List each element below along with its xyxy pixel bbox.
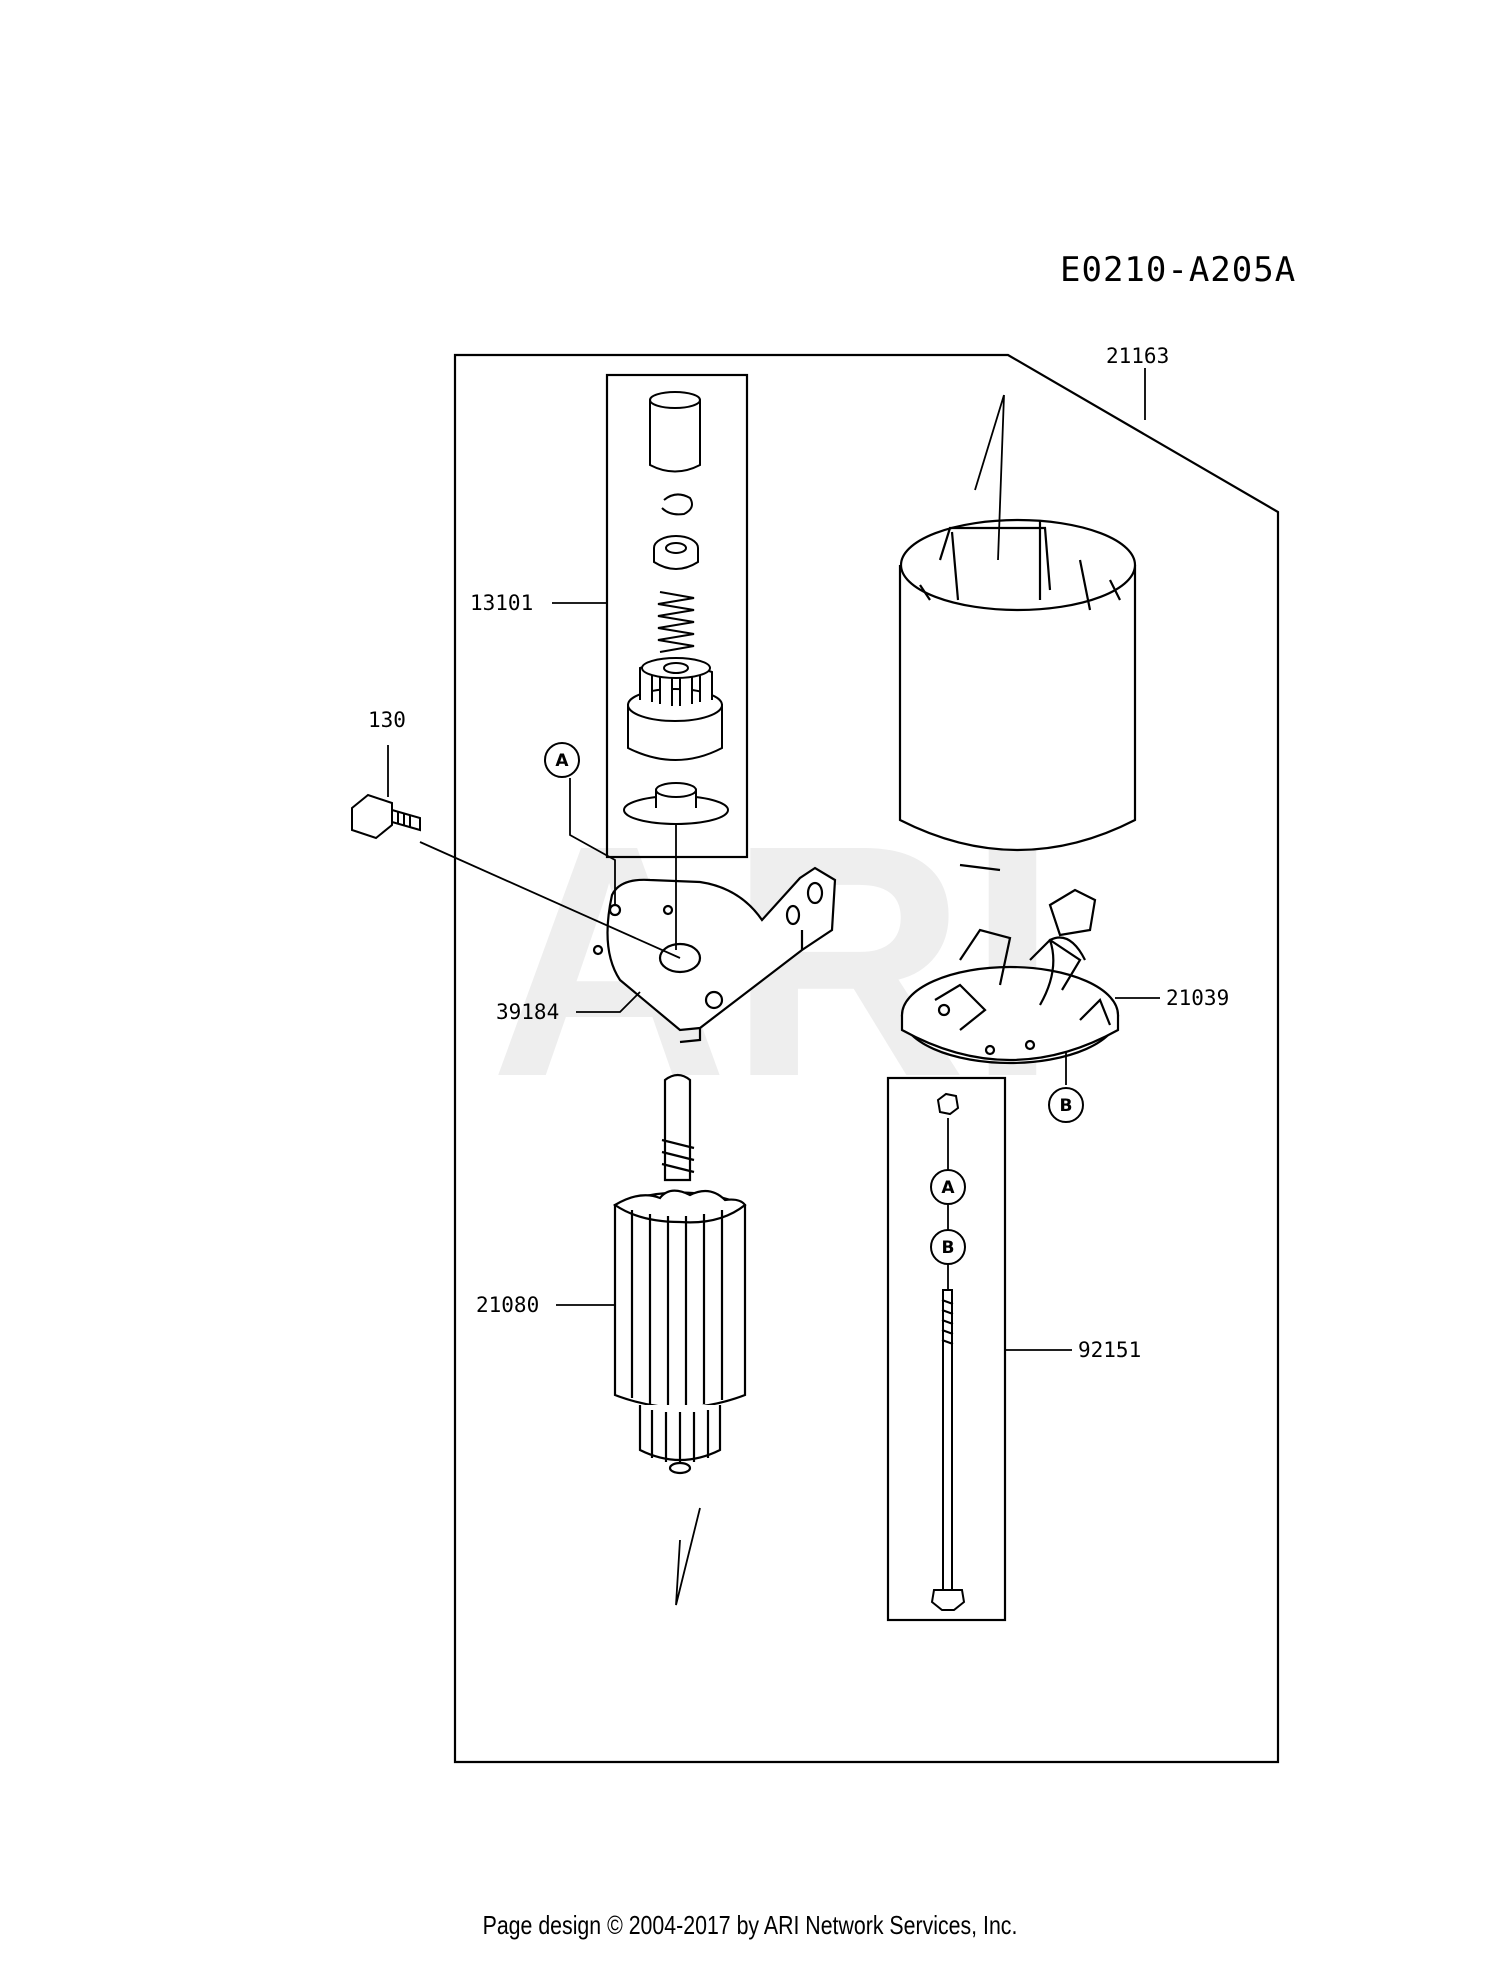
bolt-130-part <box>351 793 421 840</box>
footer-copyright: Page design © 2004-2017 by ARI Network S… <box>482 1910 1018 1940</box>
ref-marker-a-top: A <box>544 742 580 778</box>
part-label-39184: 39184 <box>496 1000 559 1024</box>
ref-marker-b-right-label: B <box>1060 1096 1073 1116</box>
yoke-part <box>898 518 1137 872</box>
brush-holder-part <box>900 888 1120 1065</box>
ref-marker-a-box-label: A <box>941 1178 955 1198</box>
armature-part <box>612 1073 747 1475</box>
pinion-kit-box <box>605 373 749 859</box>
part-label-21163: 21163 <box>1106 344 1169 368</box>
ref-marker-b-box: B <box>930 1229 966 1265</box>
spring-part <box>657 591 695 653</box>
ref-marker-a-box: A <box>930 1169 966 1205</box>
long-bolt-part <box>942 1289 953 1591</box>
part-label-21039: 21039 <box>1166 986 1229 1010</box>
part-label-21080: 21080 <box>476 1293 539 1317</box>
bolt-kit-box <box>886 1076 1007 1622</box>
through-bolt-parts <box>930 1092 966 1611</box>
assembly-outline <box>453 353 1280 1764</box>
ref-marker-b-right: B <box>1048 1087 1084 1123</box>
bracket-part <box>592 866 837 1044</box>
part-label-92151: 92151 <box>1078 1338 1141 1362</box>
snap-ring-part <box>661 493 693 516</box>
leader-lines <box>387 368 1160 1606</box>
part-label-13101: 13101 <box>470 591 533 615</box>
ref-marker-b-box-label: B <box>942 1238 955 1258</box>
ref-marker-a-top-label: A <box>555 751 569 771</box>
part-label-130: 130 <box>368 708 406 732</box>
drawing-id: E0210-A205A <box>1060 250 1297 290</box>
pinion-kit-parts <box>623 391 729 825</box>
nut-part <box>936 1092 960 1116</box>
